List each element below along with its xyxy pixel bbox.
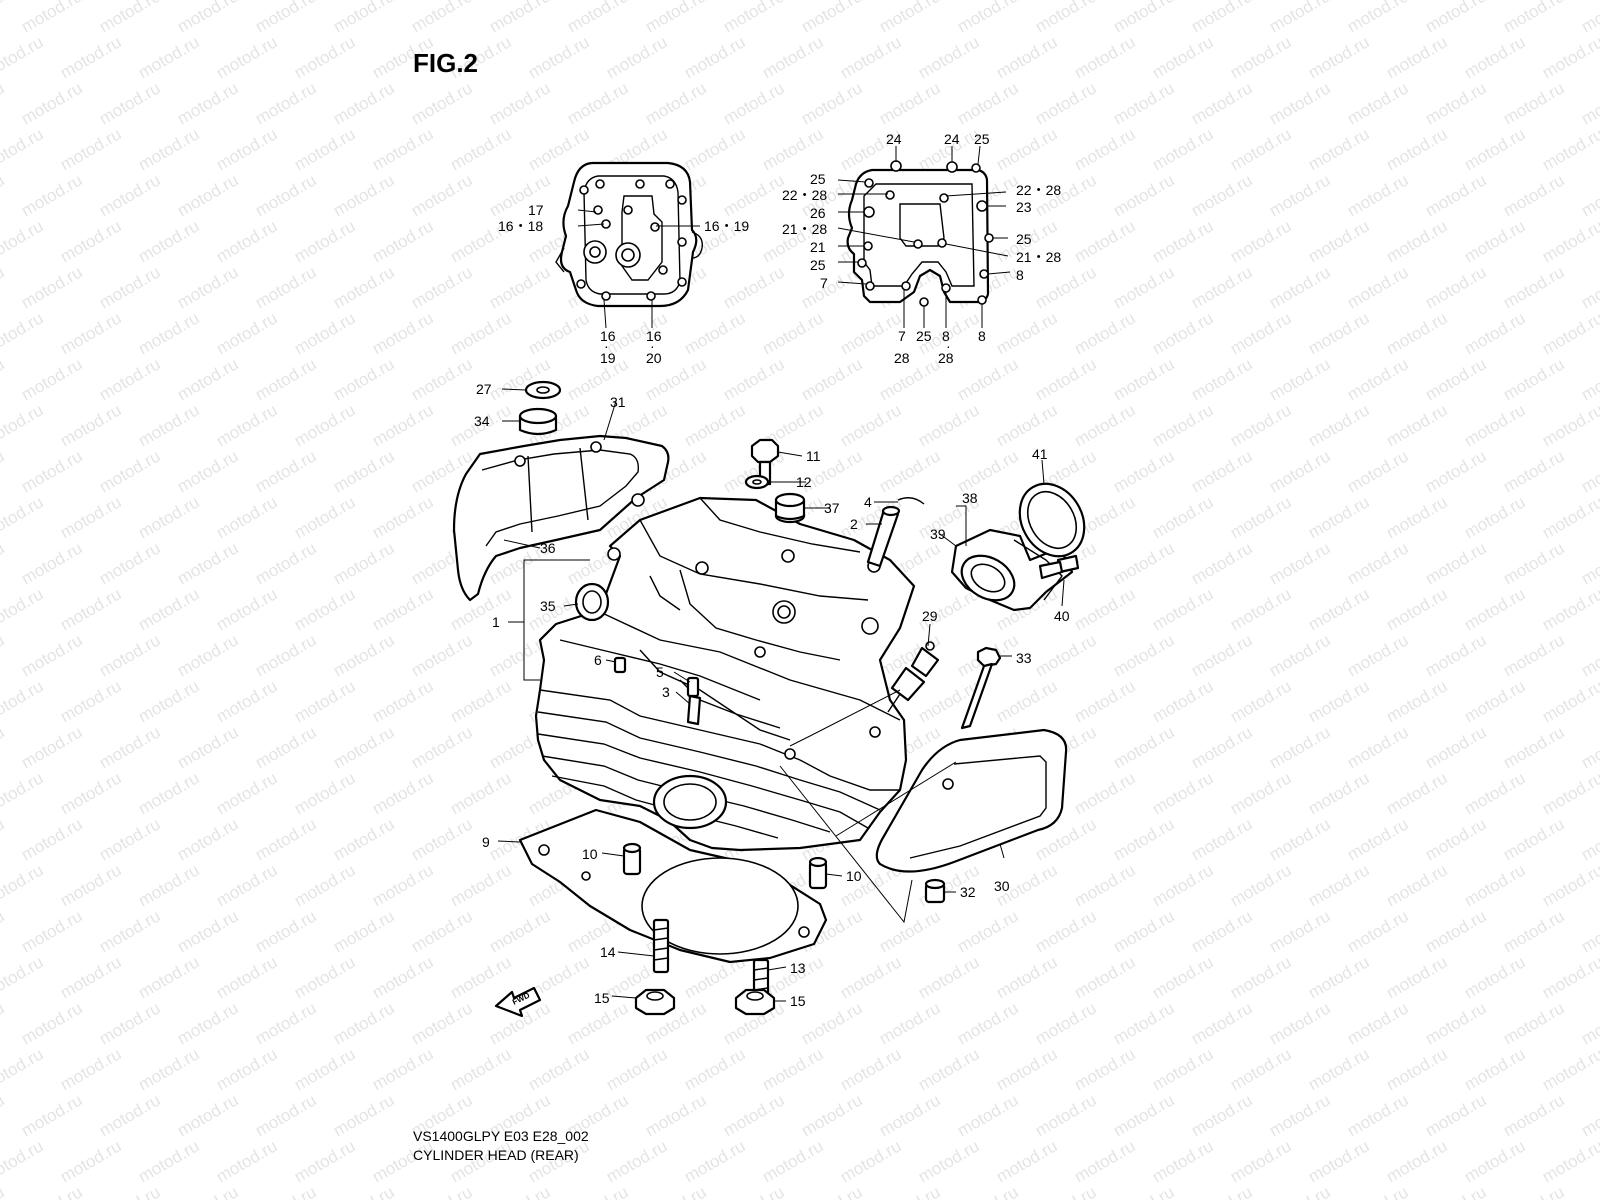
callout-8-bottom-right: 8: [978, 328, 986, 344]
callout-9: 9: [482, 834, 490, 850]
callout-33: 33: [1016, 650, 1032, 666]
callout-41: 41: [1032, 446, 1048, 462]
callout-16-bottom-right: 16: [646, 328, 662, 344]
bolt-33: [960, 646, 1002, 730]
callout-24-a: 24: [886, 131, 902, 147]
model-code: VS1400GLPY E03 E28_002: [413, 1128, 589, 1144]
callout-25-right: 25: [1016, 231, 1032, 247]
callout-14: 14: [600, 944, 616, 960]
callout-32: 32: [960, 884, 976, 900]
callout-4: 4: [864, 494, 872, 510]
oil-seal-35: [574, 582, 610, 622]
callout-2: 2: [850, 516, 858, 532]
callout-29: 29: [922, 608, 938, 624]
callout-30: 30: [994, 878, 1010, 894]
callout-13: 13: [790, 960, 806, 976]
dowel-pin-10-right: [808, 856, 828, 890]
callout-20-bottom: 20: [646, 350, 662, 366]
callout-7-left: 7: [820, 275, 828, 291]
figure-title: FIG.2: [413, 48, 479, 78]
dowel-pin-10-left: [622, 842, 642, 876]
callout-5: 5: [656, 664, 664, 680]
callout-27: 27: [476, 381, 492, 397]
callout-25-left-b: 25: [810, 257, 826, 273]
callout-16-19: 16・19: [704, 218, 750, 234]
guide-3: [686, 694, 702, 726]
callout-21-28-right: 21・28: [1016, 249, 1062, 265]
spacer-32: [924, 878, 946, 904]
cylinder-head-body-1: [534, 493, 916, 852]
washer-27: [524, 380, 562, 400]
dot-separator: ·: [604, 338, 609, 354]
stud-bolt-14: [652, 918, 670, 974]
callout-28-bottom-a: 28: [894, 350, 910, 366]
callout-3: 3: [662, 684, 670, 700]
bolt-40: [1038, 554, 1080, 580]
callout-37: 37: [824, 500, 840, 516]
callout-17: 17: [528, 202, 544, 218]
nut-15-right: [734, 988, 776, 1016]
callout-10-right: 10: [846, 868, 862, 884]
callout-39: 39: [930, 526, 946, 542]
washer-12: [744, 474, 770, 490]
callout-1: 1: [492, 614, 500, 630]
callout-34: 34: [474, 413, 490, 429]
spark-plug-29: [887, 641, 940, 713]
callout-10-left: 10: [582, 846, 598, 862]
callout-31: 31: [610, 394, 626, 410]
callout-40: 40: [1054, 608, 1070, 624]
callout-25-left-a: 25: [810, 171, 826, 187]
callout-8-bottom: 8: [942, 328, 950, 344]
forward-arrow-icon: FWD: [494, 986, 542, 1018]
callout-7-bottom: 7: [898, 328, 906, 344]
callout-22-28-right: 22・28: [1016, 182, 1062, 198]
callout-21-28-left: 21・28: [782, 221, 828, 237]
intake-clamp-41: [1013, 482, 1086, 601]
valve-guide-2: [866, 505, 901, 568]
callout-6: 6: [594, 652, 602, 668]
pin-5: [686, 676, 700, 698]
dot-separator: ·: [946, 338, 951, 354]
callout-11: 11: [806, 448, 821, 464]
callout-12: 12: [796, 474, 812, 490]
callout-8-right: 8: [1016, 267, 1024, 283]
leader-lines-top-left: [577, 209, 700, 329]
callout-35: 35: [540, 598, 556, 614]
cylinder-head-gasket-9: [518, 808, 828, 964]
callout-15-left: 15: [594, 990, 610, 1006]
callout-36: 36: [540, 540, 556, 556]
callout-16-18: 16・18: [498, 218, 544, 234]
callout-21: 21: [810, 239, 826, 255]
cap-37: [774, 492, 806, 524]
callout-22-28-left: 22・28: [782, 187, 828, 203]
diagram-subtitle: CYLINDER HEAD (REAR): [413, 1147, 579, 1163]
callout-25-top: 25: [974, 131, 990, 147]
callout-38: 38: [962, 490, 978, 506]
dot-separator: ·: [650, 338, 655, 354]
top-right-head-view: [846, 160, 994, 307]
pin-6: [613, 656, 627, 674]
callout-16-bottom-left: 16: [600, 328, 616, 344]
cylinder-head-cover-31: [452, 434, 670, 602]
top-left-head-view: [555, 161, 703, 308]
leader-lines-top-right: [837, 145, 1011, 328]
reference-lines: [779, 689, 957, 924]
callout-23: 23: [1016, 199, 1032, 215]
callout-24-b: 24: [944, 131, 960, 147]
nut-15-left: [634, 988, 676, 1016]
callout-15-right: 15: [790, 993, 806, 1009]
side-cover-30: [875, 728, 1068, 873]
callout-25-bottom: 25: [916, 328, 932, 344]
leader-lines-main: [497, 388, 1065, 1002]
callout-28-bottom-b: 28: [938, 350, 954, 366]
intake-pipe-39: [950, 528, 1074, 612]
plug-34: [518, 407, 558, 436]
callout-19-bottom: 19: [600, 350, 616, 366]
callout-26: 26: [810, 205, 826, 221]
circlip-4: [897, 497, 925, 505]
